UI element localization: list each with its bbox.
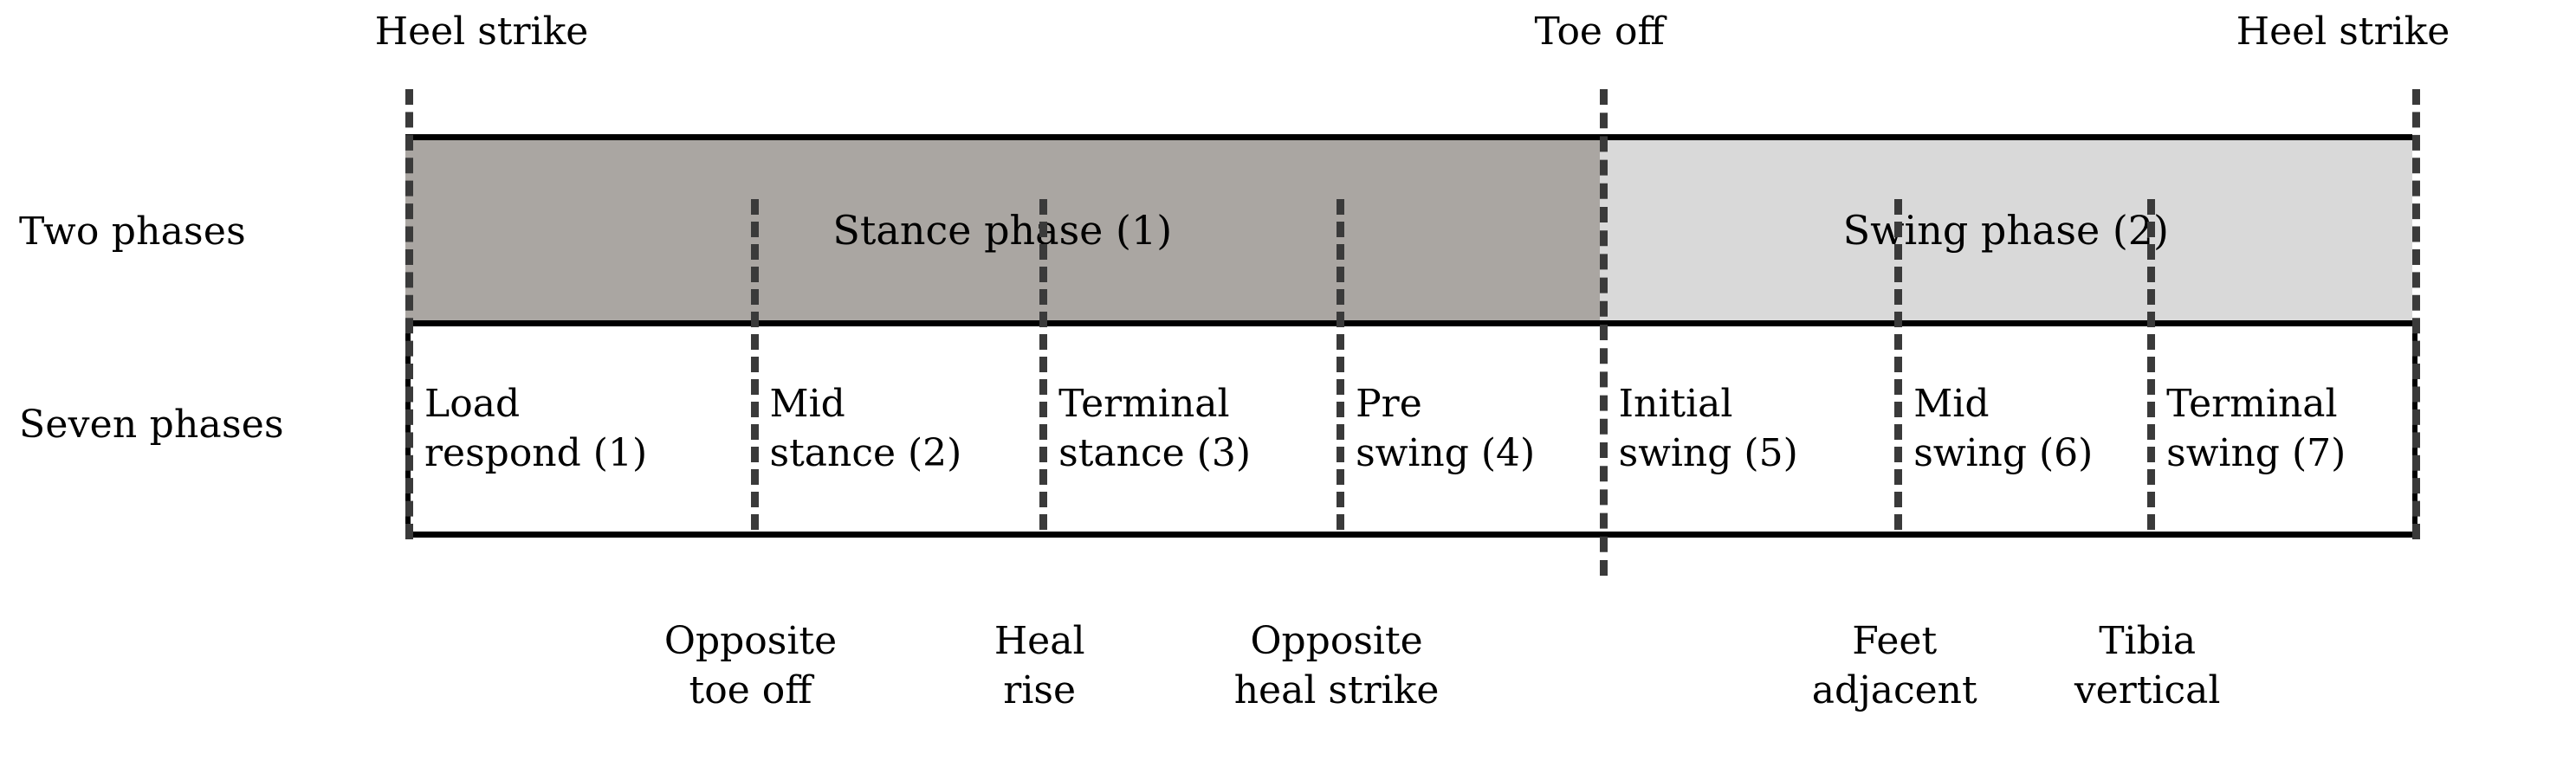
top-event-label-heel-strike-end: Heel strike <box>2236 10 2450 54</box>
phase-pre-swing: Pre swing (4) <box>1337 326 1600 532</box>
phase-terminal-stance-line2: stance (3) <box>1058 430 1251 475</box>
phase-mid-stance-line1: Mid <box>769 382 845 427</box>
phase-terminal-swing-line2: swing (7) <box>2166 430 2346 475</box>
phase-mid-swing-line1: Mid <box>1913 382 1990 427</box>
bottom-event-4-line2: vertical <box>2074 668 2221 713</box>
phase-pre-swing-line1: Pre <box>1356 382 1422 427</box>
bottom-event-0-line1: Opposite <box>663 619 838 663</box>
phase-mid-swing-line2: swing (6) <box>1913 430 2094 475</box>
phase-initial-swing-line1: Initial <box>1618 382 1733 427</box>
phase-terminal-swing-line1: Terminal <box>2166 382 2338 427</box>
phase-load-respond: Load respond (1) <box>405 326 751 532</box>
cycle-end-tick <box>2412 89 2420 539</box>
phase-bands: Stance phase (1) Swing phase (2) Load re… <box>405 134 2417 538</box>
phase-stance-label: Stance phase (1) <box>832 207 1173 254</box>
phase-swing-label: Swing phase (2) <box>1842 207 2169 254</box>
row-label-seven-phases: Seven phases <box>19 403 284 447</box>
bottom-event-3-line2: adjacent <box>1811 668 1977 713</box>
divider-feet-adjacent <box>1894 199 1903 530</box>
phase-stance: Stance phase (1) <box>405 140 1600 320</box>
phase-load-respond-line2: respond (1) <box>424 430 648 475</box>
phase-mid-stance-line2: stance (2) <box>769 430 962 475</box>
bottom-event-opposite-heal-strike: Opposite heal strike <box>1234 616 1440 715</box>
divider-heal-rise <box>1039 199 1048 530</box>
divider-opposite-heal-strike <box>1337 199 1345 530</box>
bottom-event-1-line2: rise <box>1003 668 1077 713</box>
seven-phase-band: Load respond (1) Mid stance (2) Terminal… <box>405 326 2412 538</box>
phase-load-respond-line1: Load <box>424 382 521 427</box>
bottom-event-4-line1: Tibia <box>2099 619 2197 663</box>
divider-tibia-vertical <box>2147 199 2156 530</box>
divider-toe-off <box>1599 89 1608 576</box>
bottom-event-1-line1: Heal <box>994 619 1085 663</box>
bottom-event-2-line2: heal strike <box>1233 668 1440 713</box>
row-label-two-phases: Two phases <box>19 209 246 254</box>
phase-terminal-swing: Terminal swing (7) <box>2147 326 2412 532</box>
bottom-event-opposite-toe-off: Opposite toe off <box>664 616 837 715</box>
top-event-label-heel-strike-start: Heel strike <box>374 10 589 54</box>
divider-opposite-toe-off <box>750 199 759 530</box>
bottom-event-feet-adjacent: Feet adjacent <box>1812 616 1977 715</box>
cycle-start-tick <box>405 89 413 539</box>
top-event-label-toe-off: Toe off <box>1534 10 1665 54</box>
two-phase-band: Stance phase (1) Swing phase (2) <box>405 134 2412 326</box>
bottom-event-heal-rise: Heal rise <box>994 616 1085 715</box>
bottom-event-3-line1: Feet <box>1852 619 1938 663</box>
phase-terminal-stance: Terminal stance (3) <box>1039 326 1337 532</box>
bottom-event-0-line2: toe off <box>689 668 812 713</box>
phase-pre-swing-line2: swing (4) <box>1356 430 1536 475</box>
phase-mid-swing: Mid swing (6) <box>1894 326 2147 532</box>
phase-initial-swing-line2: swing (5) <box>1618 430 1798 475</box>
phase-mid-stance: Mid stance (2) <box>751 326 1040 532</box>
bottom-event-tibia-vertical: Tibia vertical <box>2074 616 2221 715</box>
phase-initial-swing: Initial swing (5) <box>1600 326 1895 532</box>
phase-swing: Swing phase (2) <box>1599 140 2412 320</box>
phase-terminal-stance-line1: Terminal <box>1058 382 1230 427</box>
bottom-event-2-line1: Opposite <box>1250 619 1423 663</box>
